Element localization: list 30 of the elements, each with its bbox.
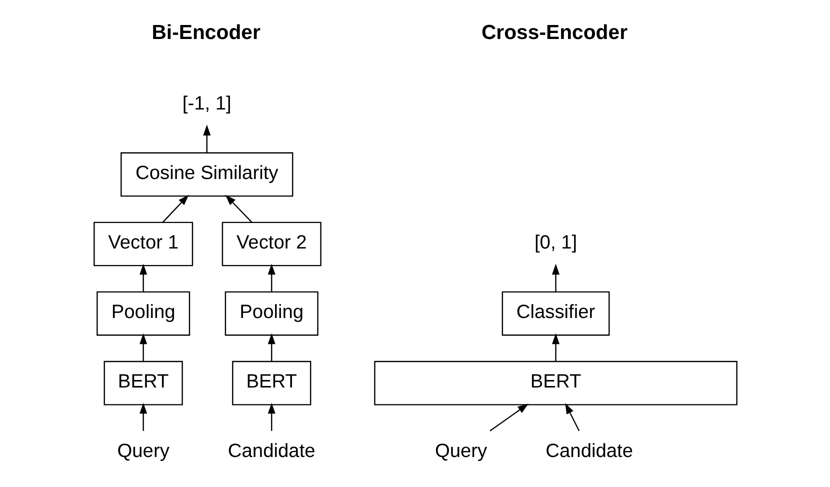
node-box: Cosine Similarity <box>120 152 293 196</box>
arrow <box>267 402 275 430</box>
arrow <box>552 263 560 292</box>
arrow <box>139 263 147 292</box>
arrow <box>224 194 252 222</box>
node-box: Vector 1 <box>93 221 193 266</box>
node-text: Query <box>116 440 169 462</box>
arrow <box>489 403 528 431</box>
label: Bi-Encoder <box>151 22 260 44</box>
node-box: Pooling <box>224 290 318 336</box>
arrow <box>162 194 188 222</box>
node-box: Vector 2 <box>221 221 321 266</box>
arrow <box>139 402 147 430</box>
node-box: Classifier <box>501 290 610 336</box>
arrow <box>139 332 147 361</box>
node-box: BERT <box>103 360 182 405</box>
label: Cross-Encoder <box>480 22 628 44</box>
arrow <box>552 332 560 361</box>
node-box: BERT <box>232 360 311 405</box>
node-text: [0, 1] <box>534 232 577 254</box>
node-text: Query <box>434 440 487 462</box>
node-text: Candidate <box>227 440 315 462</box>
node-text: Candidate <box>545 440 633 462</box>
node-box: Pooling <box>96 290 190 336</box>
arrow <box>267 332 275 361</box>
arrow <box>267 263 275 292</box>
arrow <box>202 124 210 152</box>
node-text: [-1, 1] <box>182 92 231 114</box>
node-box: BERT <box>374 360 737 405</box>
arrow <box>564 402 580 431</box>
